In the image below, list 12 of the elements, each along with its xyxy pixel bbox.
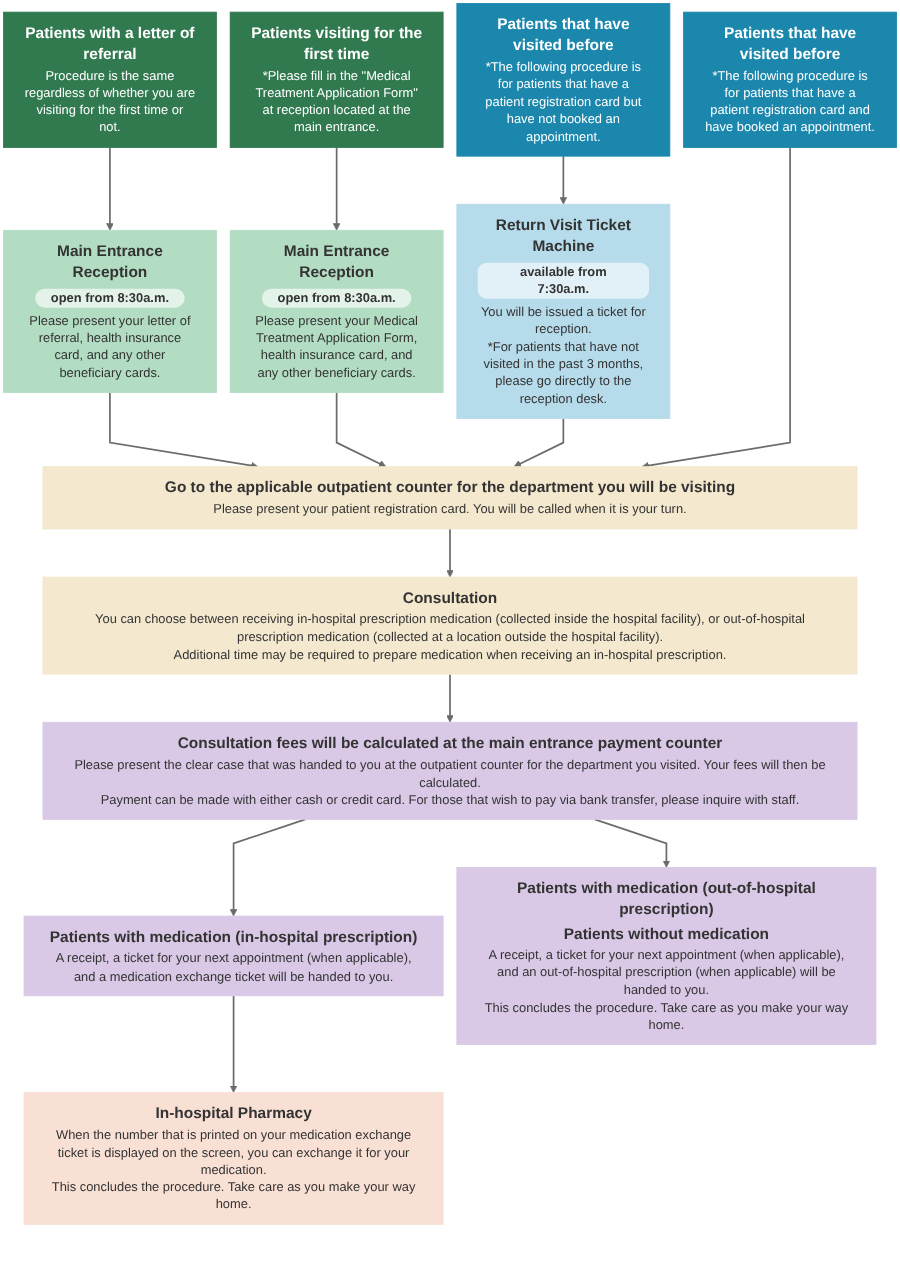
arrow — [229, 994, 238, 1093]
arrow — [446, 528, 454, 578]
arrow — [513, 417, 565, 468]
arrow — [229, 818, 307, 917]
arrow — [332, 146, 341, 231]
arrow — [641, 146, 791, 470]
arrow — [446, 673, 454, 723]
arrow — [109, 391, 259, 470]
arrow — [559, 155, 568, 205]
arrow — [106, 146, 114, 231]
arrow — [593, 818, 671, 868]
arrow — [335, 391, 387, 468]
